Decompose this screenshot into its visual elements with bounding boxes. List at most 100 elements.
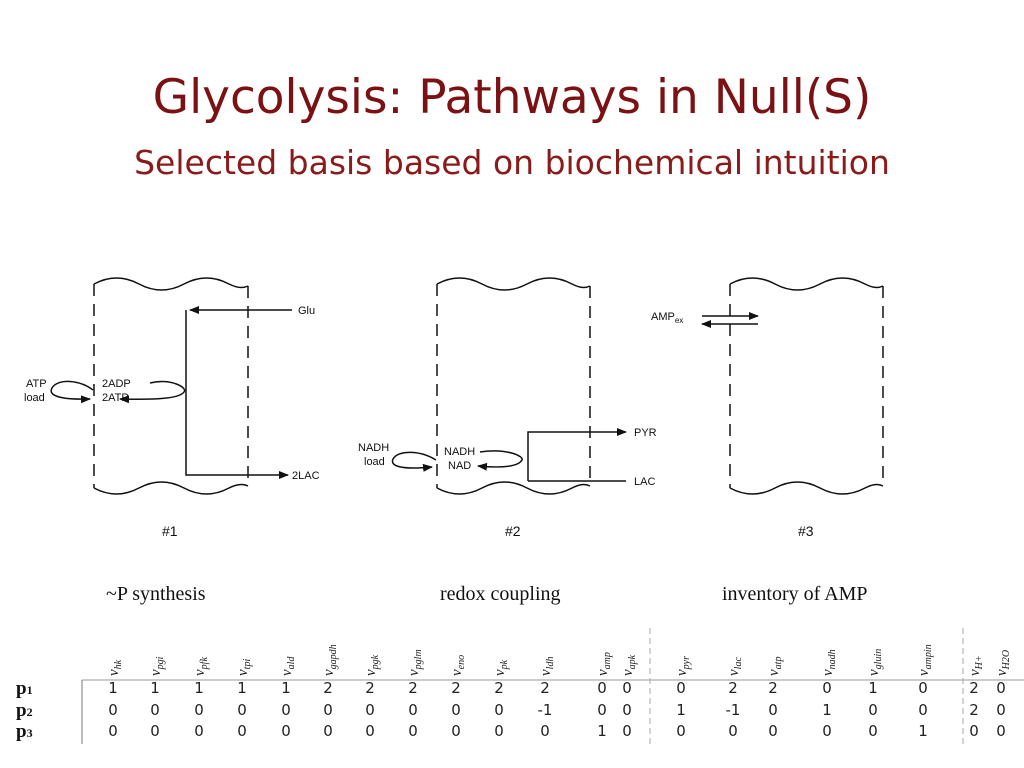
matrix-cell: 0 [768, 701, 778, 719]
matrix-cell: 0 [918, 679, 928, 697]
matrix-cell: 0 [108, 701, 118, 719]
matrix-cell: 1 [108, 679, 118, 697]
matrix-cell: 2 [768, 679, 778, 697]
matrix-cell: 0 [622, 722, 632, 740]
caption-redox-coupling: redox coupling [440, 583, 561, 605]
matrix-row-label-base: p [16, 721, 27, 742]
matrix-cell: 2 [969, 701, 979, 719]
matrix-cell: 0 [768, 722, 778, 740]
pathway-1-atp2-label: 2ATP [102, 392, 129, 404]
matrix-cell: 0 [408, 722, 418, 740]
matrix-cell: 0 [918, 701, 928, 719]
pathway-3-cell-top [729, 277, 884, 291]
matrix-col-header-sub: atp [773, 657, 784, 670]
matrix-col-header: vtpi [235, 659, 253, 676]
matrix-row-label: p2 [16, 700, 33, 721]
matrix-col-header-base: v [406, 669, 422, 676]
matrix-col-header-base: v [820, 669, 836, 676]
matrix-col-header-base: v [449, 669, 465, 676]
matrix-col-header: vpgi [148, 656, 166, 676]
matrix-col-header-sub: pgk [370, 654, 381, 670]
matrix-cell: 0 [494, 722, 504, 740]
matrix-col-header-sub: pyr [681, 656, 692, 670]
matrix-cell: 0 [540, 722, 550, 740]
pathway-1-glu-label: Glu [298, 305, 315, 317]
matrix-cell: 0 [281, 701, 291, 719]
matrix-cell: 0 [597, 701, 607, 719]
matrix-col-header-sub: apk [627, 654, 638, 669]
pathway-2-cell-top [436, 277, 591, 291]
matrix-cell: 0 [676, 722, 686, 740]
matrix-row-label: p3 [16, 721, 33, 742]
pathway-1-load-label: load [24, 392, 45, 404]
matrix-cell: 2 [451, 679, 461, 697]
matrix-col-header-base: v [538, 669, 554, 676]
matrix-col-header: vpyr [674, 656, 692, 676]
matrix-cell: 0 [996, 679, 1006, 697]
matrix-cell: 0 [622, 679, 632, 697]
matrix-cell: 0 [194, 701, 204, 719]
pathway-2-load-label: load [364, 456, 385, 468]
matrix-col-header-sub: hk [113, 659, 124, 669]
matrix-col-header-base: v [321, 669, 337, 676]
pathway-2-pyr-arrow [527, 428, 627, 481]
pathway-3-amp-sub: ex [675, 316, 683, 325]
matrix-cell: 0 [622, 701, 632, 719]
matrix-row-label: p1 [16, 678, 33, 699]
matrix-col-header-sub: pfk [199, 657, 210, 671]
matrix-col-header: vapk [620, 654, 638, 676]
matrix-col-header-sub: eno [456, 655, 467, 669]
matrix-cell: 1 [237, 679, 247, 697]
pathway-diagrams: Glu ATP load 2ADP 2ATP 2LAC #1 PYR NADH … [24, 277, 884, 539]
matrix-col-header: vampin [916, 644, 934, 676]
pathway-2-nadh-nad-cycle [477, 450, 523, 471]
pathway-3-amp-base: AMP [651, 311, 675, 323]
matrix-cell: 0 [150, 722, 160, 740]
pathway-2: PYR NADH load NADH NAD LAC #2 [358, 277, 657, 539]
matrix-col-header-base: v [363, 669, 379, 676]
pathway-1-adp-label: 2ADP [102, 378, 131, 390]
matrix-cell: 1 [150, 679, 160, 697]
matrix-cell: 1 [676, 701, 686, 719]
matrix-row-label-base: p [16, 678, 27, 699]
matrix-row-label-base: p [16, 700, 27, 721]
matrix-col-header: vnadh [820, 649, 838, 676]
matrix-col-header-sub: pglm [413, 649, 424, 670]
matrix-cell: 0 [451, 701, 461, 719]
matrix-col-header-base: v [674, 669, 690, 676]
matrix-col-header: vgapdh [321, 644, 339, 676]
matrix-col-header-base: v [967, 669, 983, 676]
matrix-col-header: vhk [106, 659, 124, 676]
matrix-cell: 0 [868, 701, 878, 719]
pathway-3-cell-bottom [729, 481, 884, 495]
pathway-1-number: #1 [162, 523, 178, 539]
caption-psynthesis: ~P synthesis [106, 583, 206, 605]
matrix-col-header: vH2O [994, 650, 1012, 676]
matrix-cell: 0 [408, 701, 418, 719]
matrix-cell: 1 [281, 679, 291, 697]
matrix-column-headers: vhkvpgivpfkvtpivaldvgapdhvpgkvpglmvenovp… [106, 644, 1012, 676]
pathway-2-load-cycle [391, 451, 437, 472]
pathway-1-cell-top [93, 277, 249, 291]
pathway-1: Glu ATP load 2ADP 2ATP 2LAC #1 [24, 277, 320, 539]
matrix-col-header: vH+ [967, 655, 985, 676]
pathway-1-atp-label: ATP [26, 378, 47, 390]
matrix-col-header-base: v [235, 669, 251, 676]
matrix-row-label-sub: 3 [27, 726, 33, 740]
matrix-cell: 2 [728, 679, 738, 697]
matrix-col-header: vlac [726, 657, 744, 676]
pathway-2-number: #2 [505, 523, 521, 539]
matrix-cell: 1 [868, 679, 878, 697]
pathway-3: AMPex #3 [651, 277, 884, 539]
matrix-cell: 0 [676, 679, 686, 697]
matrix-cell: 2 [494, 679, 504, 697]
matrix-row-label-sub: 2 [27, 705, 33, 719]
matrix-cell: -1 [726, 701, 741, 719]
matrix-col-header-base: v [595, 669, 611, 676]
matrix-col-header-sub: amp [602, 652, 613, 669]
matrix-cell: 2 [365, 679, 375, 697]
matrix-cell: 0 [996, 701, 1006, 719]
matrix-cell: 2 [969, 679, 979, 697]
null-space-matrix: vhkvpgivpfkvtpivaldvgapdhvpgkvpglmvenovp… [16, 628, 1024, 744]
matrix-cell: 0 [822, 722, 832, 740]
